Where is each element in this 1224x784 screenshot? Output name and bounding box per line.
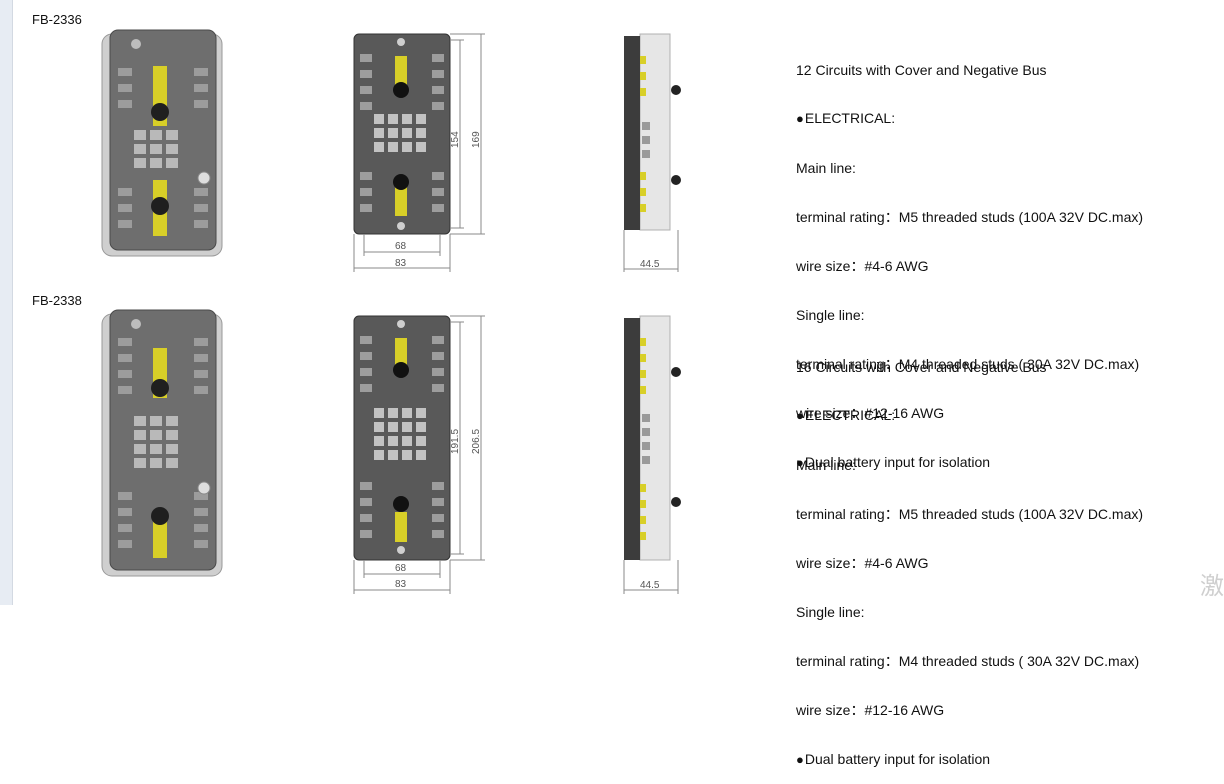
spec-single-line: Single line: xyxy=(796,604,865,621)
dim-inner-width: 68 xyxy=(395,563,407,574)
spec-electrical-heading: ELECTRICAL: xyxy=(796,110,1143,127)
spec-main-terminal: terminal rating：M5 threaded studs (100A … xyxy=(796,506,1144,523)
spec-title: 12 Circuits with Cover and Negative Bus xyxy=(796,61,1047,78)
product-photo-fb-2338 xyxy=(101,309,223,577)
spec-main-terminal: terminal rating：M5 threaded studs (100A … xyxy=(796,209,1144,226)
dim-outer-height: 206.5 xyxy=(471,429,482,454)
front-dimension-drawing-fb-2338: 191.5 206.5 68 83 xyxy=(353,315,485,594)
dim-inner-height: 191.5 xyxy=(450,429,461,454)
spec-feature-text: Dual battery input for isolation xyxy=(804,750,991,767)
left-margin-strip xyxy=(0,0,13,605)
spec-title: 16 Circuits with Cover and Negative Bus xyxy=(796,358,1047,375)
spec-electrical-label: ELECTRICAL: xyxy=(804,110,896,127)
corner-watermark-glyph: 激 xyxy=(1200,572,1224,600)
spec-feature: Dual battery input for isolation xyxy=(796,454,1143,471)
side-dimension-drawing-fb-2338: 44.5 xyxy=(623,315,681,594)
dim-outer-height: 169 xyxy=(471,131,482,148)
spec-single-terminal: terminal rating：M4 threaded studs ( 30A … xyxy=(796,355,1140,372)
spec-feature-text: Dual battery input for isolation xyxy=(804,453,991,470)
spec-main-line: Main line: xyxy=(796,457,856,474)
model-label-fb-2336: FB-2336 xyxy=(32,12,82,27)
spec-main-line: Main line: xyxy=(796,160,856,177)
dim-inner-width: 68 xyxy=(395,241,407,252)
dim-outer-width: 83 xyxy=(395,579,407,590)
dim-inner-height: 154 xyxy=(450,131,461,148)
dim-outer-width: 83 xyxy=(395,258,407,269)
spec-electrical-label: ELECTRICAL: xyxy=(804,407,896,424)
side-dimension-drawing-fb-2336: 44.5 xyxy=(623,33,681,272)
model-label-fb-2338: FB-2338 xyxy=(32,293,82,308)
spec-single-terminal: terminal rating：M4 threaded studs ( 30A … xyxy=(796,652,1140,669)
spec-single-line: Single line: xyxy=(796,307,865,324)
spec-single-wire: wire size：#12-16 AWG xyxy=(796,701,945,718)
front-dimension-drawing-fb-2336: 154 169 68 83 xyxy=(353,33,485,272)
spec-electrical-heading: ELECTRICAL: xyxy=(796,407,1143,424)
spec-main-wire: wire size：#4-6 AWG xyxy=(796,258,929,275)
product-photo-fb-2336 xyxy=(101,29,223,257)
dim-depth: 44.5 xyxy=(640,580,660,591)
spec-main-wire: wire size：#4-6 AWG xyxy=(796,555,929,572)
spec-block-fb-2338: 16 Circuits with Cover and Negative Bus … xyxy=(796,326,1143,784)
spec-feature: Dual battery input for isolation xyxy=(796,751,1143,768)
dim-depth: 44.5 xyxy=(640,259,660,270)
